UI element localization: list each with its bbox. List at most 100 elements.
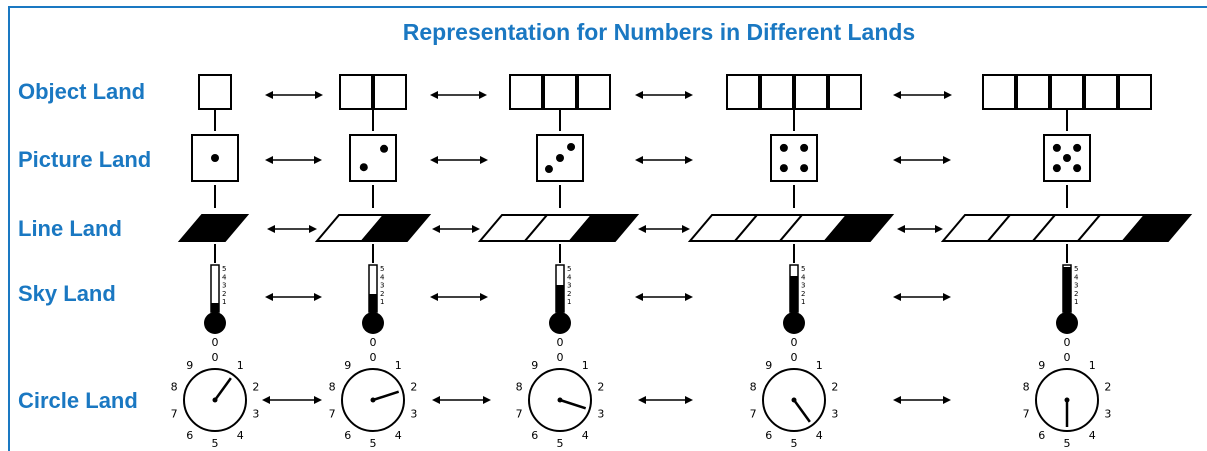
line-segment (1120, 214, 1193, 242)
thermometer-zero-label: 0 (791, 336, 798, 349)
double-headed-arrow-icon (430, 293, 488, 301)
double-headed-arrow-icon (432, 396, 491, 404)
dial-digit: 0 (370, 351, 377, 364)
thermometer-fill (369, 294, 377, 312)
dial-digit: 5 (370, 437, 377, 450)
arrow-head-left (635, 156, 643, 164)
arrow-head-left (432, 396, 440, 404)
dial-digit: 9 (344, 359, 351, 372)
dial-digit: 4 (816, 429, 823, 442)
thermometer-tick-label: 3 (1074, 282, 1078, 290)
thermometer-fill (1063, 267, 1071, 312)
die-pip (567, 142, 576, 151)
dial-digit: 5 (212, 437, 219, 450)
dial-digit: 7 (329, 407, 336, 420)
thermometer-tick-label: 5 (222, 265, 226, 273)
dial-digit: 0 (212, 351, 219, 364)
object-square (1084, 74, 1118, 110)
arrow-head-left (893, 91, 901, 99)
object-land-item-3 (509, 74, 611, 110)
thermometer-tick-label: 5 (1074, 265, 1078, 273)
die-2 (349, 134, 397, 182)
thermometer-bulb (549, 312, 571, 334)
row-label-sky-land: Sky Land (18, 281, 116, 306)
arrow-head-right (685, 293, 693, 301)
dial-digit: 6 (765, 429, 772, 442)
thermometer-tick-label: 1 (380, 298, 384, 306)
double-headed-arrow-icon (432, 225, 480, 233)
arrow-head-right (943, 396, 951, 404)
arrow-head-left (265, 293, 273, 301)
line-segment (822, 214, 895, 242)
arrow-head-right (479, 91, 487, 99)
thermometer-bulb (1056, 312, 1078, 334)
thermometer-tick-label: 4 (1074, 273, 1079, 281)
arrow-head-left (893, 396, 901, 404)
die-pip (800, 143, 809, 152)
thermometer-tick-label: 2 (222, 290, 226, 298)
object-square (760, 74, 794, 110)
dial-digit: 0 (557, 351, 564, 364)
thermometer-zero-label: 0 (212, 336, 219, 349)
arrow-head-right (682, 225, 690, 233)
die-pip (1073, 164, 1082, 173)
die-pip (1063, 154, 1071, 162)
double-headed-arrow-icon (265, 293, 322, 301)
thermometer-zero-label: 0 (1064, 336, 1071, 349)
dial-hub (212, 397, 218, 403)
thermometer-tick-label: 5 (801, 265, 805, 273)
arrow-head-right (315, 91, 323, 99)
dial-digit: 7 (171, 407, 178, 420)
die-face (770, 134, 818, 182)
dial-digit: 9 (765, 359, 772, 372)
line-segment (359, 214, 432, 242)
die-pip (1073, 143, 1082, 152)
object-square (1050, 74, 1084, 110)
thermometer-tick-label: 1 (567, 298, 571, 306)
double-headed-arrow-icon (265, 91, 323, 99)
double-headed-arrow-icon (893, 91, 952, 99)
row-label-object-land: Object Land (18, 79, 146, 104)
arrow-head-left (430, 91, 438, 99)
die-face (191, 134, 239, 182)
dial-digit: 1 (237, 359, 244, 372)
thermometer-fill (556, 285, 564, 312)
dial-digit: 3 (1104, 407, 1111, 420)
thermometer-zero-label: 0 (370, 336, 377, 349)
arrow-head-left (638, 396, 646, 404)
arrow-head-right (685, 91, 693, 99)
thermometer-tick-label: 4 (801, 273, 806, 281)
dial-digit: 4 (1089, 429, 1096, 442)
dial-digit: 8 (1023, 381, 1030, 394)
thermometer-bulb (204, 312, 226, 334)
dial-digit: 0 (1064, 351, 1071, 364)
arrow-head-left (897, 225, 905, 233)
arrow-head-left (432, 225, 440, 233)
dial-digit: 8 (329, 381, 336, 394)
dial-digit: 1 (1089, 359, 1096, 372)
thermometer-tick-label: 4 (380, 273, 385, 281)
double-headed-arrow-icon (635, 156, 693, 164)
dial-digit: 7 (1023, 407, 1030, 420)
line-segment (177, 214, 250, 242)
double-headed-arrow-icon (893, 293, 951, 301)
double-headed-arrow-icon (635, 91, 693, 99)
row-label-picture-land: Picture Land (18, 147, 152, 172)
dial-digit: 8 (171, 381, 178, 394)
object-land-item-1 (198, 74, 232, 110)
dial-digit: 9 (186, 359, 193, 372)
dial-digit: 3 (410, 407, 417, 420)
arrow-head-left (893, 156, 901, 164)
object-square (726, 74, 760, 110)
dial-digit: 5 (557, 437, 564, 450)
thermometer-tick-label: 5 (380, 265, 384, 273)
arrow-head-right (685, 156, 693, 164)
dial-digit: 2 (252, 381, 259, 394)
diagram-frame (8, 6, 1207, 451)
die-pip (779, 164, 788, 173)
